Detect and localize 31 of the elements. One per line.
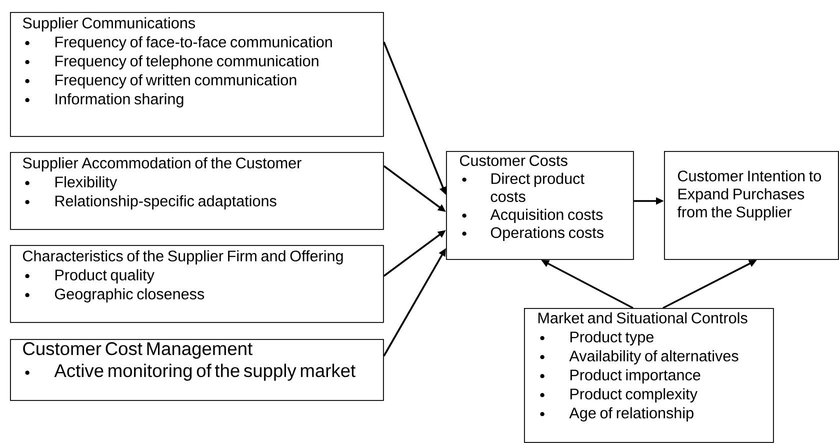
bullet-item: Product type	[570, 331, 654, 346]
text-box	[10, 152, 384, 230]
bullet-item: Frequency of face-to-face communication	[55, 36, 332, 50]
text-box	[664, 151, 839, 260]
bullet-item: Geographic closeness	[54, 288, 204, 302]
box-heading: Customer Costs	[460, 155, 568, 166]
text-box	[10, 12, 384, 137]
box-heading: Supplier Communications	[22, 17, 196, 32]
bullet-item: Operations costs	[490, 226, 604, 242]
text-box	[446, 151, 634, 260]
bullet-item: Frequency of telephone communication	[55, 55, 318, 70]
bullet-item: Active monitoring of the supply market	[54, 364, 356, 381]
text-box	[10, 245, 384, 323]
box-heading: Characteristics of the Supplier Firm and Offering	[23, 250, 343, 264]
box-heading: Supplier Accommodation of the Customer	[22, 157, 302, 172]
bullet-item: Age of relationship	[569, 407, 694, 422]
bullet-item: Information sharing	[56, 93, 184, 108]
bullet-item: Direct product costs	[490, 172, 584, 202]
text-box	[10, 339, 384, 401]
box-heading: Market and Situational Controls	[538, 312, 748, 324]
box-heading: Customer Cost Management	[23, 342, 252, 359]
bullet-item: Relationship-specific adaptations	[55, 195, 276, 210]
bullet-item: Product importance	[570, 369, 700, 384]
bullet-item: Acquisition costs	[490, 208, 603, 224]
bullet-item: Product quality	[55, 269, 154, 284]
bullet-item: Frequency of written communication	[55, 74, 296, 88]
bullet-item: Flexibility	[55, 176, 118, 190]
bullet-item: Product complexity	[570, 388, 698, 402]
bullet-item: Availability of alternatives	[569, 350, 738, 364]
text-box	[524, 308, 774, 443]
box-heading: Customer Intention to Expand Purchases from the Supplier	[677, 170, 821, 220]
